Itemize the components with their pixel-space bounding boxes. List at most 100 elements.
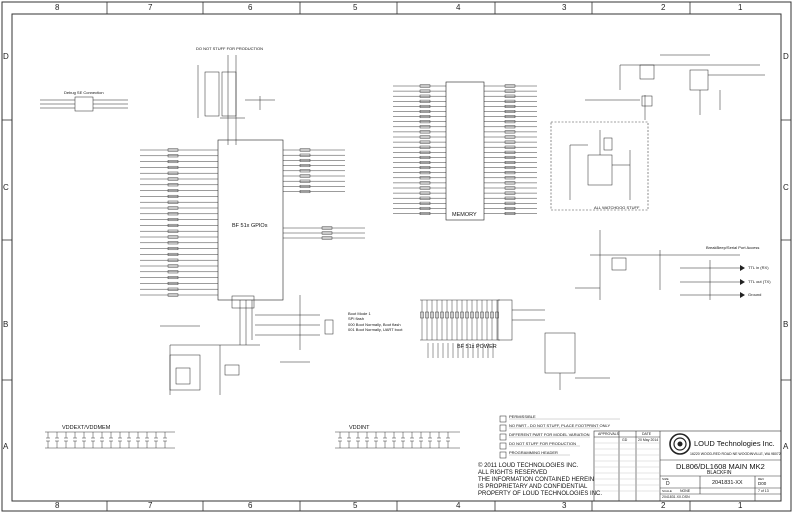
component xyxy=(490,311,494,319)
component xyxy=(419,166,431,170)
component xyxy=(504,171,516,175)
scale-label: SCALE xyxy=(662,489,672,493)
component xyxy=(504,161,516,164)
component xyxy=(167,165,179,169)
component xyxy=(495,311,499,319)
component xyxy=(299,190,311,194)
component xyxy=(504,155,516,159)
size-value: D xyxy=(666,481,670,487)
vddint-label: VDDINT xyxy=(349,425,370,431)
component xyxy=(419,84,431,88)
component xyxy=(455,311,459,319)
component xyxy=(480,311,484,319)
component xyxy=(167,194,179,198)
component xyxy=(167,223,179,227)
scale-value: NONE xyxy=(680,489,691,493)
column-label-bottom-8: 8 xyxy=(55,501,60,510)
component xyxy=(167,270,179,274)
component xyxy=(504,84,516,88)
component xyxy=(167,229,179,233)
column-label-6: 6 xyxy=(248,3,253,12)
component xyxy=(299,169,311,173)
component xyxy=(167,264,179,268)
row-label-b: B xyxy=(3,320,9,329)
component xyxy=(321,231,333,235)
component xyxy=(460,311,464,319)
drawn-by: GD xyxy=(622,438,628,442)
component xyxy=(425,311,429,319)
component xyxy=(504,135,516,139)
boot-option-1: 000 Boot Normally, Boot flash xyxy=(348,322,401,327)
component xyxy=(167,293,179,297)
component xyxy=(504,150,516,154)
component xyxy=(299,164,311,168)
component xyxy=(299,158,311,162)
memory-block-label: MEMORY xyxy=(452,212,477,218)
component xyxy=(420,311,424,319)
gpio-block-label: BF 51x GPIOs xyxy=(232,223,268,229)
copyright-line-2: ALL RIGHTS RESERVED xyxy=(478,470,548,476)
component xyxy=(504,94,516,98)
component xyxy=(167,148,179,152)
file-name: 2041831.XX.DSN xyxy=(662,495,690,499)
component xyxy=(419,99,431,103)
component xyxy=(419,89,431,93)
component xyxy=(419,140,431,144)
ground-label: Ground xyxy=(748,292,762,297)
component xyxy=(167,241,179,245)
component xyxy=(504,176,516,180)
column-label-4: 4 xyxy=(456,3,461,12)
component xyxy=(465,311,469,319)
column-label-bottom-3: 3 xyxy=(562,501,567,510)
component xyxy=(419,191,431,195)
component xyxy=(419,155,431,159)
ttl-in-label: TTL in (RX) xyxy=(748,265,769,270)
component xyxy=(167,183,179,187)
component xyxy=(167,247,179,251)
component xyxy=(419,110,431,113)
component xyxy=(504,181,516,185)
debug-connection-label: Debug SE Connection xyxy=(64,90,104,95)
component xyxy=(450,311,454,319)
size-label: SIZE xyxy=(662,477,669,481)
component xyxy=(321,226,333,230)
copyright-line-4: IS PROPRIETARY AND CONFIDENTIAL xyxy=(478,484,588,490)
component xyxy=(299,179,311,183)
row-label-a: A xyxy=(3,442,9,451)
copyright-line-5: PROPERTY OF LOUD TECHNOLOGIES INC. xyxy=(478,491,603,497)
component xyxy=(419,135,431,139)
component xyxy=(419,212,431,215)
component xyxy=(440,311,444,319)
component xyxy=(167,281,179,285)
approvals-header: APPROVALS xyxy=(598,432,619,436)
component xyxy=(419,171,431,175)
column-label-7: 7 xyxy=(148,3,153,12)
column-label-2: 2 xyxy=(661,3,666,12)
column-label-8: 8 xyxy=(55,3,60,12)
power-block-label: BF 51x POWER xyxy=(457,344,497,350)
component xyxy=(167,206,179,210)
column-label-5: 5 xyxy=(353,3,358,12)
document-number: 2041831-XX xyxy=(712,480,743,486)
component xyxy=(504,186,516,190)
component xyxy=(504,110,516,113)
component xyxy=(167,154,179,158)
component xyxy=(504,120,516,124)
component xyxy=(419,196,431,200)
boot-option-2: 001 Boot Normally, UART boot xyxy=(348,327,403,332)
component xyxy=(299,184,311,188)
sheet-number: 7 of 13 xyxy=(758,489,769,493)
component xyxy=(504,140,516,144)
component xyxy=(445,311,449,319)
column-label-bottom-6: 6 xyxy=(248,501,253,510)
rev-value: D00 xyxy=(758,481,767,486)
legend-item-2: NO PART - DO NOT STUFF, PLACE FOOTPRINT … xyxy=(509,423,611,428)
component xyxy=(419,115,431,119)
drawn-date: 20 May 2014 xyxy=(638,438,659,442)
component xyxy=(299,174,311,178)
copyright-line-1: © 2011 LOUD TECHNOLOGIES INC. xyxy=(478,463,579,469)
column-label-1: 1 xyxy=(738,3,743,12)
column-label-bottom-5: 5 xyxy=(353,501,358,510)
